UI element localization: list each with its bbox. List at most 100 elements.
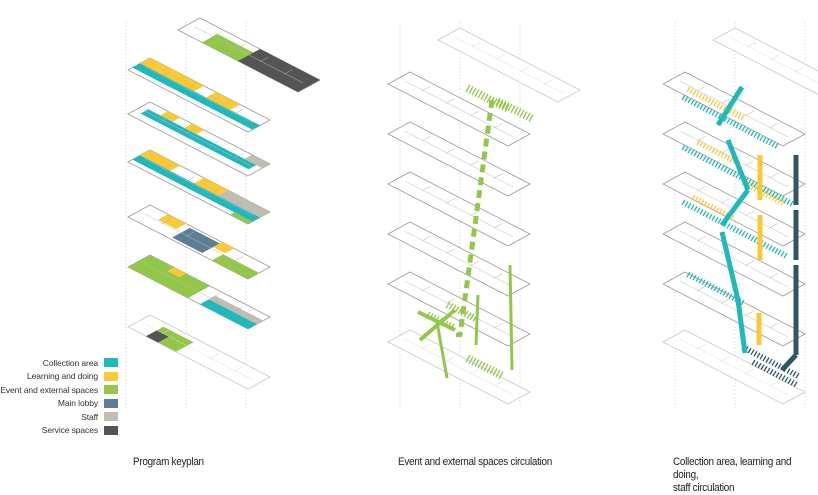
zone-collection	[200, 299, 257, 329]
floor-4	[387, 171, 531, 247]
staff-hatch	[762, 355, 767, 362]
wall-line	[794, 66, 804, 73]
collection-hatch	[684, 146, 689, 152]
zone-learning	[213, 242, 234, 254]
legend: Collection area Learning and doing Event…	[0, 356, 118, 437]
collection-hatch	[690, 204, 695, 211]
legend-label: Event and external spaces	[0, 384, 98, 395]
wall-line	[696, 135, 706, 142]
collection-hatch	[702, 105, 707, 112]
collection-hatch	[686, 271, 691, 278]
event-circulation-path	[457, 99, 495, 336]
collection-hatch	[717, 218, 722, 225]
collection-hatch	[708, 158, 713, 165]
wall-line	[211, 31, 221, 38]
learning-hatch	[762, 190, 767, 197]
event-stair-hatch	[504, 104, 510, 113]
event-stair-hatch	[466, 312, 472, 319]
staff-hatch	[786, 368, 791, 374]
learning-hatch	[698, 92, 703, 99]
legend-label: Collection area	[42, 357, 98, 368]
wall-line	[493, 223, 503, 229]
collection-hatch	[708, 213, 713, 220]
event-circulation-stack	[387, 22, 581, 410]
staff-hatch	[789, 369, 794, 376]
zone-event	[230, 212, 253, 224]
collection-hatch	[762, 136, 767, 143]
learning-hatch	[710, 99, 715, 105]
floor-2	[127, 254, 271, 330]
learning-hatch	[706, 202, 711, 209]
collection-hatch	[765, 188, 770, 195]
wall-line	[493, 123, 503, 129]
corridor-line	[679, 80, 789, 138]
wall-line	[493, 323, 503, 329]
wall-line	[233, 256, 243, 262]
zone-learning	[167, 267, 186, 278]
zone-learning	[140, 58, 204, 92]
corridor-line	[404, 180, 514, 238]
wall-line	[161, 115, 171, 122]
staff-hatch	[781, 375, 786, 381]
wall-line	[469, 210, 479, 217]
event-circulation-path	[508, 264, 514, 371]
collection-hatch	[711, 110, 716, 116]
wall-line	[445, 248, 455, 254]
event-stair-hatch	[474, 359, 480, 368]
event-stair-hatch	[498, 99, 504, 108]
wall-line	[421, 135, 431, 142]
collection-hatch	[726, 118, 731, 124]
floor-plate	[712, 27, 818, 95]
wall-line	[768, 323, 778, 329]
wall-line	[493, 173, 503, 179]
wall-line	[696, 85, 706, 92]
wall-line	[720, 98, 730, 104]
collection-hatch	[696, 102, 701, 109]
wall-line	[209, 243, 219, 250]
event-stair-hatch	[468, 86, 474, 95]
legend-label: Learning and doing	[27, 371, 98, 382]
event-stair-hatch	[510, 105, 516, 114]
corridor-line	[679, 280, 789, 338]
collection-hatch	[681, 199, 686, 206]
collection-hatch	[756, 133, 761, 140]
wall-line	[720, 298, 730, 304]
corridor-line	[144, 158, 254, 216]
staff-hatch	[784, 376, 789, 383]
corridor-line	[194, 26, 304, 84]
wall-line	[493, 381, 503, 387]
collection-hatch	[708, 108, 713, 115]
event-stair-hatch	[501, 102, 507, 111]
collection-hatch	[747, 128, 752, 135]
learning-hatch	[700, 199, 705, 206]
collection-hatch	[777, 194, 782, 201]
legend-label: Main lobby	[57, 398, 98, 409]
legend-item-learning: Learning and doing	[0, 370, 118, 384]
legend-label: Staff	[81, 411, 98, 422]
corridor-line	[144, 110, 254, 168]
wall-line	[185, 281, 195, 287]
collection-hatch	[717, 113, 722, 120]
learning-hatch	[729, 156, 734, 163]
collection-circulation-path	[719, 231, 741, 301]
learning-hatch	[716, 102, 721, 108]
event-stair-hatch	[465, 84, 471, 93]
wall-line	[421, 85, 431, 92]
collection-hatch	[747, 178, 752, 185]
collection-hatch	[693, 100, 698, 107]
corridor-line	[679, 338, 789, 396]
collection-hatch	[750, 235, 755, 242]
collection-hatch	[684, 96, 689, 102]
wall-line	[744, 260, 754, 267]
collection-hatch	[705, 107, 710, 113]
wall-line	[445, 148, 455, 154]
floor-1	[127, 314, 271, 390]
caption-program-keyplan: Program keyplan	[133, 456, 204, 469]
learning-hatch	[694, 196, 699, 202]
collection-hatch	[729, 224, 734, 231]
learning-hatch	[709, 204, 714, 210]
learning-hatch	[715, 207, 720, 213]
legend-label: Service spaces	[41, 425, 98, 436]
collection-hatch	[777, 249, 782, 256]
wall-line	[185, 231, 195, 237]
